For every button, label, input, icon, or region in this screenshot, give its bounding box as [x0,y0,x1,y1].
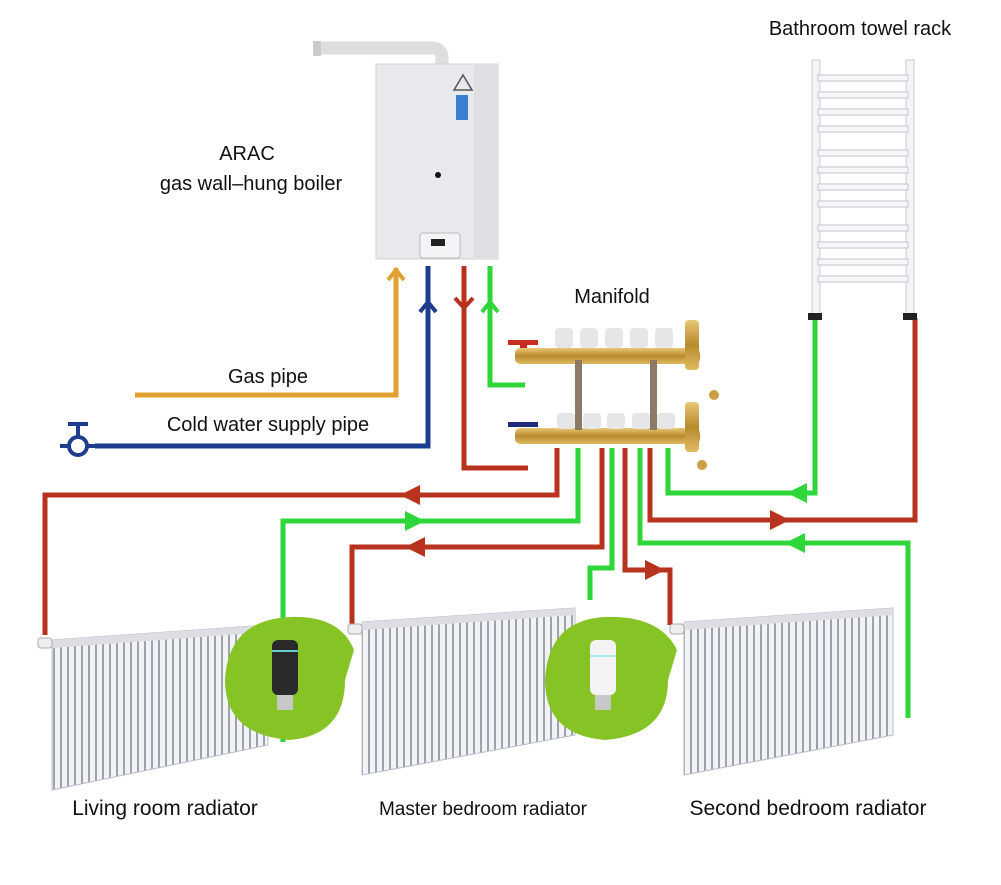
second-bedroom-label: Second bedroom radiator [690,797,927,820]
boiler-return-pipe [487,266,525,388]
living-room-supply-pipe [42,448,560,635]
master-return-pipe [587,448,615,600]
living-room-radiator [37,624,269,791]
red-valve-handle [508,340,538,345]
towel-rack-return-pipe [665,318,818,496]
water-valve-icon [60,422,95,457]
boiler-display [431,239,445,246]
boiler-supply-pipe [461,266,528,471]
gas-pipe-label: Gas pipe [228,366,308,388]
master-bedroom-radiator [347,607,576,776]
flow-arrows [400,483,807,580]
boiler-name-label: gas wall–hung boiler [160,173,343,195]
manifold-label: Manifold [574,286,650,308]
cold-water-pipe [95,266,438,449]
second-bedroom-radiator [669,607,894,776]
warning-icon [452,73,474,91]
boiler-brand-label: ARAC [219,143,275,165]
white-thermostat-valve [545,616,677,740]
second-return-pipe [637,448,911,718]
cold-water-label: Cold water supply pipe [167,414,369,436]
gas-boiler [313,41,499,260]
master-supply-pipe [349,448,605,625]
master-bedroom-label: Master bedroom radiator [379,799,588,820]
towel-rack [808,59,917,320]
manifold [508,320,719,470]
living-room-label: Living room radiator [72,797,258,820]
black-thermostat-valve [225,616,354,740]
towel-rack-label: Bathroom towel rack [769,18,952,40]
blue-valve-handle [508,422,538,427]
gas-pipe [135,266,406,398]
